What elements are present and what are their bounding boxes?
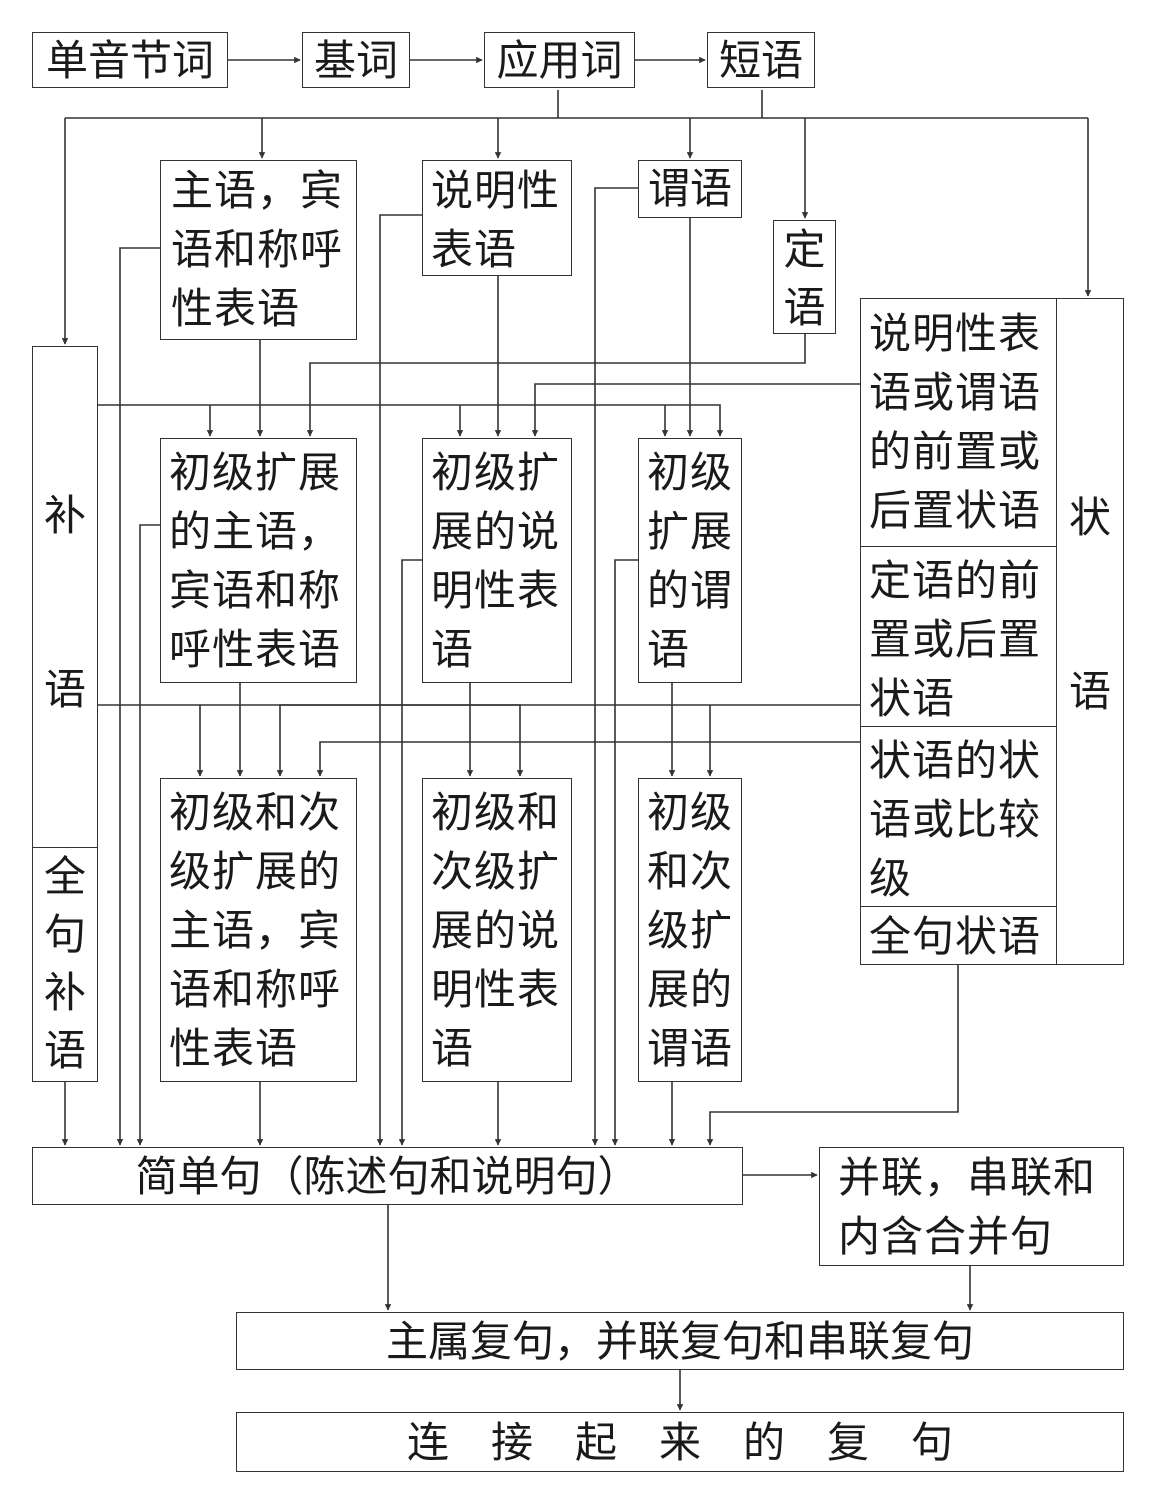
predicate-box: 谓语 [638,160,742,218]
lvl2-predicate-box: 初级 扩展 的谓 语 [638,438,742,683]
desc-pred-to-simple [376,214,422,1146]
subject-label: 主语，宾 语和称呼 性表语 [171,166,344,333]
lvl2-desc-box: 初级扩 展的说 明性表 语 [422,438,572,683]
desc-predicative-box: 说明性 表语 [422,160,572,276]
adverbial-column: 说明性表 语或谓语 的前置或 后置状语 定语的前 置或后置 状语 状语的状 语或… [860,298,1124,965]
adverbial-items: 说明性表 语或谓语 的前置或 后置状语 定语的前 置或后置 状语 状语的状 语或… [861,299,1057,964]
adverbial-adv-to-level3 [316,741,862,777]
adverbial-item-1-label: 说明性表 语或谓语 的前置或 后置状语 [869,309,1042,535]
predicate-label: 谓语 [647,164,732,213]
lvl2-desc-to-simple [398,559,422,1146]
connected-sentence-box: 连 接 起 来 的 复 句 [236,1412,1124,1472]
adverbial-to-level2 [531,383,862,437]
bus-line [65,90,1088,119]
adverbial-item-2: 定语的前 置或后置 状语 [861,547,1057,727]
complex-sentence-label: 主属复句，并联复句和串联复句 [385,1317,974,1366]
adverbial-item-3: 状语的状 语或比较 级 [861,727,1057,907]
complex-sentence-box: 主属复句，并联复句和串联复句 [236,1312,1124,1370]
desc-predicative-label: 说明性 表语 [431,166,561,274]
connected-sentence-label: 连 接 起 来 的 复 句 [406,1418,953,1467]
base-word-label: 基词 [313,36,398,85]
complement-column: 补 语 全 句 补 语 [32,346,98,1082]
sentence-complement-label: 全 句 补 语 [43,852,86,1075]
lvl3-desc-box: 初级和 次级扩 展的说 明性表 语 [422,778,572,1082]
lvl3-predicate-label: 初级 和次 级扩 展的 谓语 [647,788,734,1073]
adverbial-item-1: 说明性表 语或谓语 的前置或 后置状语 [861,299,1057,547]
attributive-adv-to-level3 [276,704,862,777]
adverbial-item-4: 全句状语 [861,907,1057,964]
attributive-to-level2 [306,334,806,437]
sentence-complement-cell: 全 句 补 语 [33,847,97,1081]
base-word-box: 基词 [302,32,410,88]
complement-to-level3 [98,704,524,777]
lvl3-predicate-box: 初级 和次 级扩 展的 谓语 [638,778,742,1082]
applied-word-label: 应用词 [496,36,623,85]
combined-sentence-label: 并联，串联和 内含合并句 [838,1153,1097,1261]
lvl2-predicate-label: 初级 扩展 的谓 语 [647,448,734,674]
complement-to-level2 [98,404,724,437]
phrase-label: 短语 [718,36,803,85]
combined-sentence-box: 并联，串联和 内含合并句 [819,1147,1124,1266]
lvl3-subject-label: 初级和次 级扩展的 主语，宾 语和称呼 性表语 [169,788,342,1073]
lvl2-pred-to-simple [611,559,638,1146]
adverbial-item-2-label: 定语的前 置或后置 状语 [869,556,1042,723]
phrase-box: 短语 [707,32,815,88]
adverbial-item-4-label: 全句状语 [869,912,1042,961]
monosyllable-label: 单音节词 [45,36,214,85]
lvl3-subject-box: 初级和次 级扩展的 主语，宾 语和称呼 性表语 [160,778,357,1082]
complement-label: 补 语 [43,491,86,714]
adverbial-item-3-label: 状语的状 语或比较 级 [869,736,1042,903]
adverbial-label: 状 语 [1068,493,1111,716]
applied-word-box: 应用词 [484,32,635,88]
predicate-to-simple [591,187,638,1146]
lvl2-subject-to-simple [136,524,160,1146]
lvl2-subject-box: 初级扩展 的主语， 宾语和称 呼性表语 [160,438,357,683]
subject-to-simple [116,247,160,1146]
lvl2-subject-label: 初级扩展 的主语， 宾语和称 呼性表语 [169,448,342,674]
lvl2-desc-label: 初级扩 展的说 明性表 语 [431,448,561,674]
attributive-label: 定 语 [783,225,826,332]
monosyllable-box: 单音节词 [32,32,228,88]
simple-sentence-box: 简单句（陈述句和说明句） [32,1147,743,1205]
sentence-adverbial-to-simple [706,965,959,1146]
lvl3-desc-label: 初级和 次级扩 展的说 明性表 语 [431,788,561,1073]
simple-sentence-label: 简单句（陈述句和说明句） [135,1152,640,1201]
subject-box: 主语，宾 语和称呼 性表语 [160,160,357,340]
attributive-box: 定 语 [773,220,836,334]
